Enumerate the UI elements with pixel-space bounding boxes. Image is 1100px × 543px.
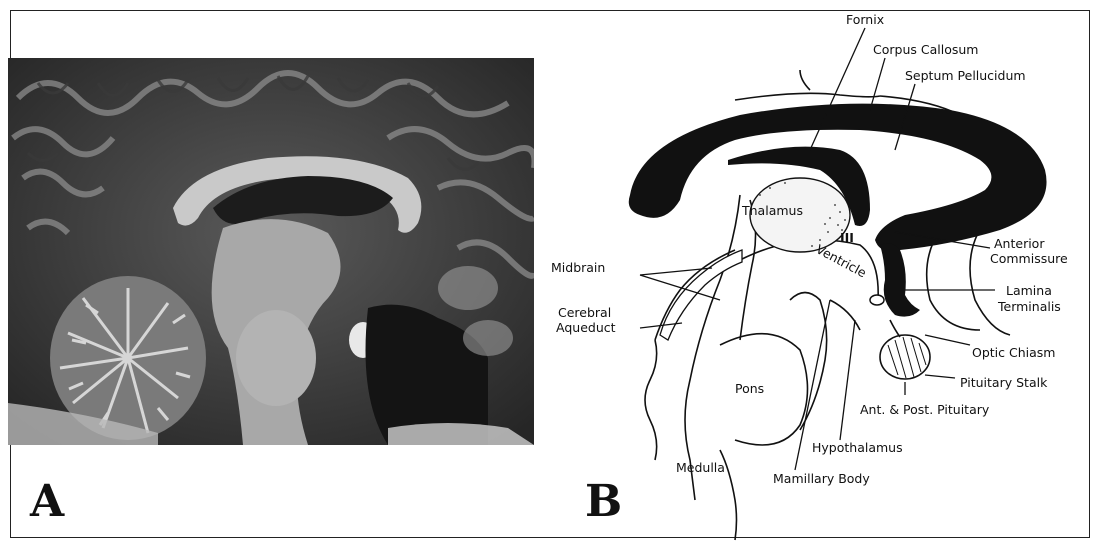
optic-chiasm-shape	[870, 295, 884, 305]
brainstem-posterior-outline	[685, 195, 740, 500]
label-ant-post-pituitary: Ant. & Post. Pituitary	[860, 402, 990, 417]
label-anterior: Anterior	[994, 236, 1045, 251]
label-third-ventricle-word: Ventricle	[814, 241, 870, 280]
label-third-ventricle-numeral: III	[840, 230, 854, 245]
label-hypothalamus: Hypothalamus	[812, 440, 903, 455]
lamina-terminalis-shape	[880, 243, 920, 316]
label-thalamus: Thalamus	[741, 203, 803, 218]
cerebral-aqueduct-shape	[660, 250, 742, 340]
label-pons: Pons	[735, 381, 764, 396]
mamillary-body-outline	[790, 293, 827, 431]
label-corpus-callosum: Corpus Callosum	[873, 42, 978, 57]
mri-image-graphic	[8, 58, 534, 445]
panel-b-label: B	[585, 480, 622, 524]
panel-a-label: A	[30, 480, 64, 524]
label-terminalis: Terminalis	[997, 299, 1061, 314]
label-mamillary-body: Mamillary Body	[773, 471, 870, 486]
pituitary-stalk-shape	[890, 320, 900, 337]
label-midbrain: Midbrain	[551, 260, 605, 275]
cortex-outline-upper	[735, 93, 880, 100]
mri-sagittal-image	[8, 58, 534, 445]
label-optic-chiasm: Optic Chiasm	[972, 345, 1055, 360]
brain-midline-diagram: Fornix Corpus Callosum Septum Pellucidum…	[540, 0, 1100, 543]
cortex-sulcus-line	[800, 70, 810, 90]
label-pituitary-stalk: Pituitary Stalk	[960, 375, 1048, 390]
pituitary-shape	[880, 335, 930, 379]
hypothalamus-outline	[830, 300, 860, 330]
label-fornix: Fornix	[846, 12, 884, 27]
label-lamina: Lamina	[1006, 283, 1052, 298]
label-septum-pellucidum: Septum Pellucidum	[905, 68, 1026, 83]
cerebellum-outline	[645, 340, 657, 460]
label-medulla: Medulla	[676, 460, 725, 475]
label-cerebral: Cerebral	[558, 305, 611, 320]
label-commissure: Commissure	[990, 251, 1068, 266]
label-aqueduct: Aqueduct	[556, 320, 616, 335]
